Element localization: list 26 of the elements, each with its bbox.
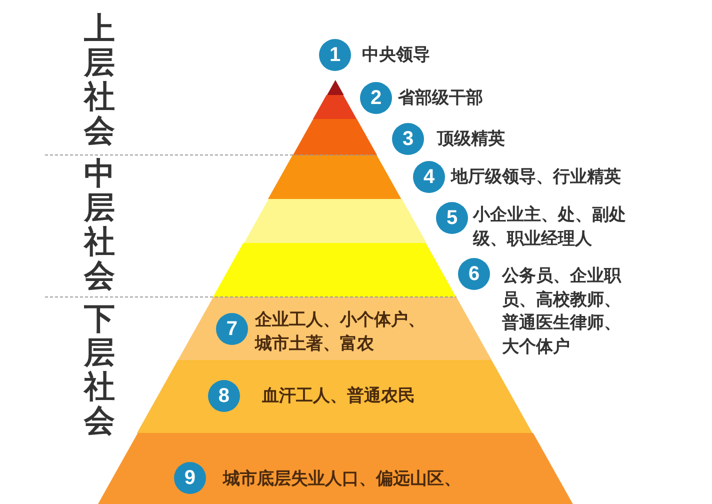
stratum-label: 下层社会 (84, 302, 115, 438)
level-label: 血汗工人、普通农民 (262, 385, 415, 408)
number-circle: 5 (436, 202, 468, 234)
level-label: 中央领导 (362, 44, 430, 67)
level-label: 小企业主、处、副处级、职业经理人 (473, 204, 627, 251)
level-label: 顶级精英 (437, 128, 505, 151)
number-circle: 6 (458, 258, 490, 290)
number-circle: 3 (392, 123, 424, 155)
pyramid-layer (313, 95, 357, 119)
number-circle: 2 (360, 82, 392, 114)
pyramid-layer (268, 155, 402, 199)
pyramid-layer (293, 119, 377, 155)
level-label: 公务员、企业职员、高校教师、普通医生律师、大个体户 (502, 265, 622, 358)
level-label: 城市底层失业人口、偏远山区、 (222, 468, 461, 491)
pyramid-layer (137, 360, 533, 433)
number-circle: 4 (413, 161, 445, 193)
level-label: 省部级干部 (398, 87, 483, 110)
pyramid-layer (213, 243, 456, 297)
level-label: 地厅级领导、行业精英 (451, 166, 621, 189)
level-label: 企业工人、小个体户、城市土著、富农 (254, 309, 426, 356)
stratum-label: 上层社会 (84, 12, 115, 148)
number-circle: 1 (319, 39, 351, 71)
stratum-label: 中层社会 (84, 157, 115, 294)
pyramid-layer (178, 297, 492, 360)
pyramid-layer (326, 80, 344, 95)
pyramid-layer (244, 199, 426, 243)
